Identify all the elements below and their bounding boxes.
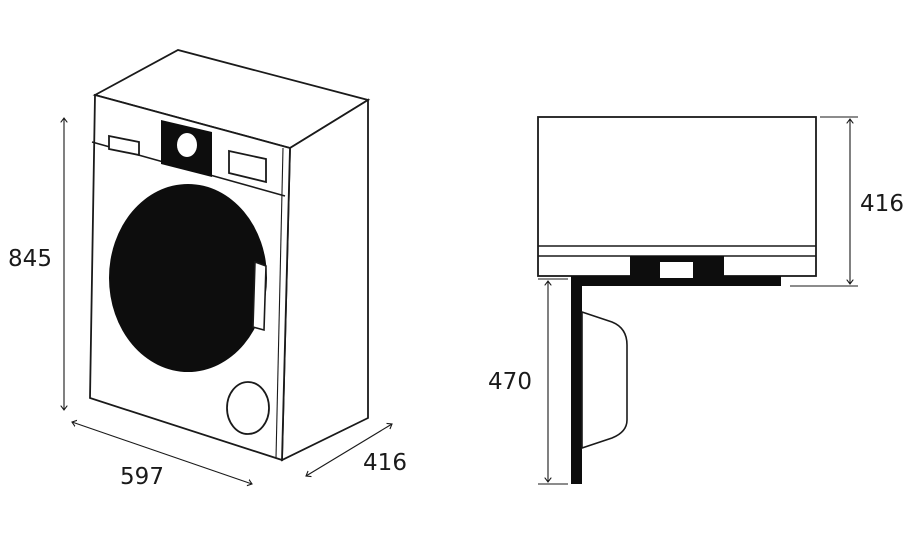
height-label: 845 (8, 246, 52, 272)
program-knob-icon (177, 133, 197, 157)
door-open-bar (573, 276, 781, 286)
washing-machine-isometric (89, 49, 371, 462)
machine-top-view (537, 116, 817, 484)
side-depth-dimension: 416 (790, 116, 904, 287)
door-clearance-dimension: 470 (488, 278, 568, 485)
door-window (109, 184, 267, 372)
depth-label: 416 (363, 450, 407, 476)
front-edge-line (275, 147, 284, 459)
width-label: 597 (120, 464, 164, 490)
open-door-window (581, 310, 628, 450)
door-handle (252, 260, 267, 332)
door-clearance-label: 470 (488, 369, 532, 395)
width-dimension: 597 (72, 422, 252, 490)
open-door (571, 276, 582, 484)
depth-dimension: 416 (306, 424, 407, 476)
side-depth-label: 416 (860, 191, 904, 217)
display-panel (228, 149, 267, 184)
filter-hatch (226, 381, 270, 435)
top-view-body (537, 116, 817, 277)
detergent-drawer (108, 134, 140, 157)
height-dimension: 845 (8, 118, 64, 410)
top-view-knob (660, 262, 693, 278)
machine-side-face (281, 98, 369, 462)
